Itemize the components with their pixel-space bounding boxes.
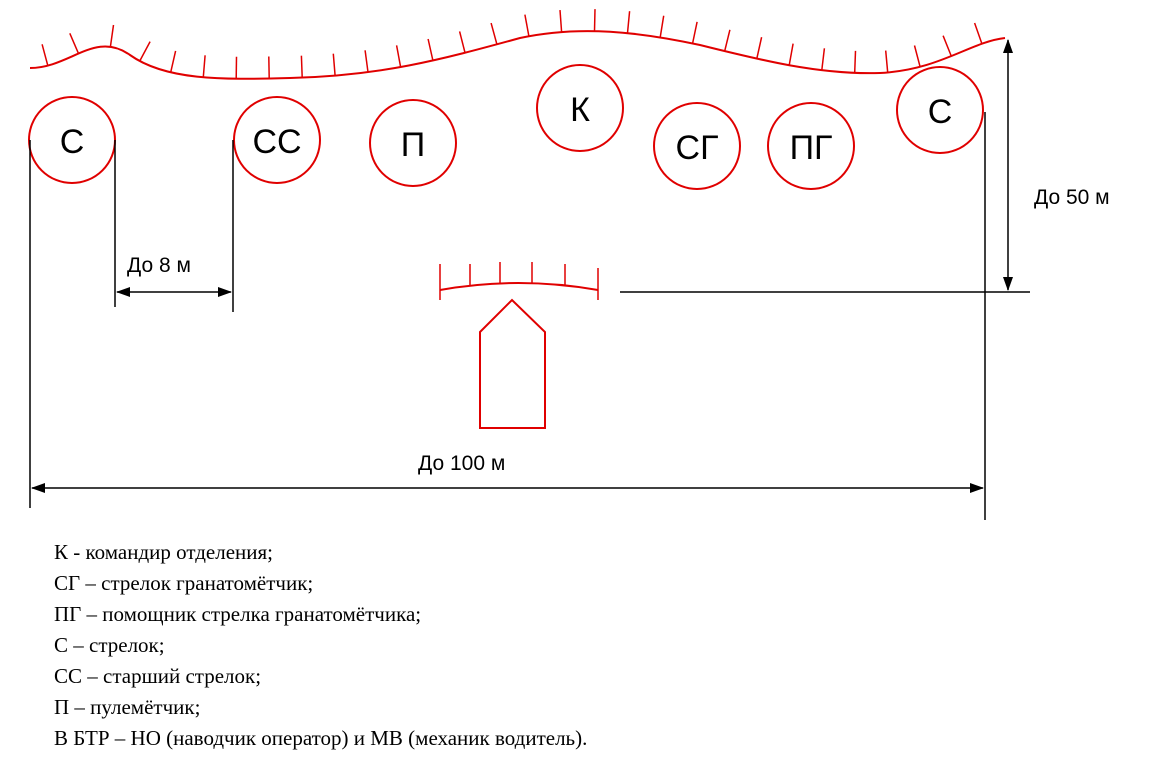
legend-item-senior-rifleman: СС – старший стрелок; xyxy=(54,664,262,688)
trench-tick xyxy=(756,37,763,59)
position-label: СС xyxy=(252,123,301,161)
soldier-positions: С СС П К СГ ПГ С xyxy=(28,64,984,190)
trench-tick xyxy=(913,45,921,67)
trench-tick xyxy=(659,15,665,38)
trench-tick xyxy=(490,22,498,45)
dimension-lines xyxy=(29,39,1030,520)
position-commander: К xyxy=(536,64,624,152)
legend-item-machine-gunner: П – пулемётчик; xyxy=(54,695,201,719)
trench-tick xyxy=(332,53,336,76)
trench-tick xyxy=(853,50,857,73)
position-label: С xyxy=(60,123,85,161)
trench-line xyxy=(29,9,1006,80)
trench-tick xyxy=(395,45,402,68)
trench-tick xyxy=(559,10,563,33)
trench-tick xyxy=(973,22,983,44)
legend-item-commander: К - командир отделения; xyxy=(54,540,274,564)
trench-tick xyxy=(364,50,369,73)
trench-tick xyxy=(942,35,952,57)
trench-tick xyxy=(593,9,596,32)
apc-vehicle-icon xyxy=(479,298,546,429)
trench-tick xyxy=(41,44,49,66)
trench-tick xyxy=(884,50,889,73)
trench-tick xyxy=(300,55,303,78)
position-assistant-grenadier: ПГ xyxy=(767,102,855,190)
squad-formation-diagram: С СС П К СГ ПГ С xyxy=(28,9,1110,520)
trench-tick xyxy=(723,29,731,52)
frontage-label: До 100 м xyxy=(418,452,505,475)
position-grenadier: СГ xyxy=(653,102,741,190)
legend: К - командир отделения; СГ – стрелок гра… xyxy=(54,537,587,754)
trench-tick xyxy=(69,33,80,54)
position-label: С xyxy=(928,93,953,131)
legend-item-apc-crew: В БТР – НО (наводчик оператор) и МВ (мех… xyxy=(54,726,588,750)
position-machine-gunner: П xyxy=(369,99,457,187)
trench-tick xyxy=(427,38,434,61)
trench-tick xyxy=(788,43,794,66)
apc-shelter xyxy=(439,262,599,300)
trench-tick xyxy=(139,41,151,62)
legend-item-rifleman: С – стрелок; xyxy=(54,633,165,657)
position-rifleman-left: С xyxy=(28,96,116,184)
trench-tick xyxy=(458,31,466,53)
trench-tick xyxy=(169,50,177,73)
position-senior-rifleman: СС xyxy=(233,96,321,184)
trench-tick xyxy=(524,14,530,37)
trench-tick xyxy=(691,21,698,44)
position-label: ПГ xyxy=(790,129,833,167)
trench-tick xyxy=(109,24,115,47)
interval-label: До 8 м xyxy=(127,254,191,277)
position-label: СГ xyxy=(676,129,719,167)
legend-item-grenadier: СГ – стрелок гранатомётчик; xyxy=(54,571,314,595)
position-label: П xyxy=(401,126,425,164)
trench-tick xyxy=(626,11,631,34)
trench-tick xyxy=(202,55,206,78)
position-label: К xyxy=(570,91,590,129)
trench-tick xyxy=(821,48,826,71)
position-rifleman-right: С xyxy=(896,66,984,154)
legend-item-assistant-grenadier: ПГ – помощник стрелка гранатомётчика; xyxy=(54,602,422,626)
depth-label: До 50 м xyxy=(1034,186,1110,209)
